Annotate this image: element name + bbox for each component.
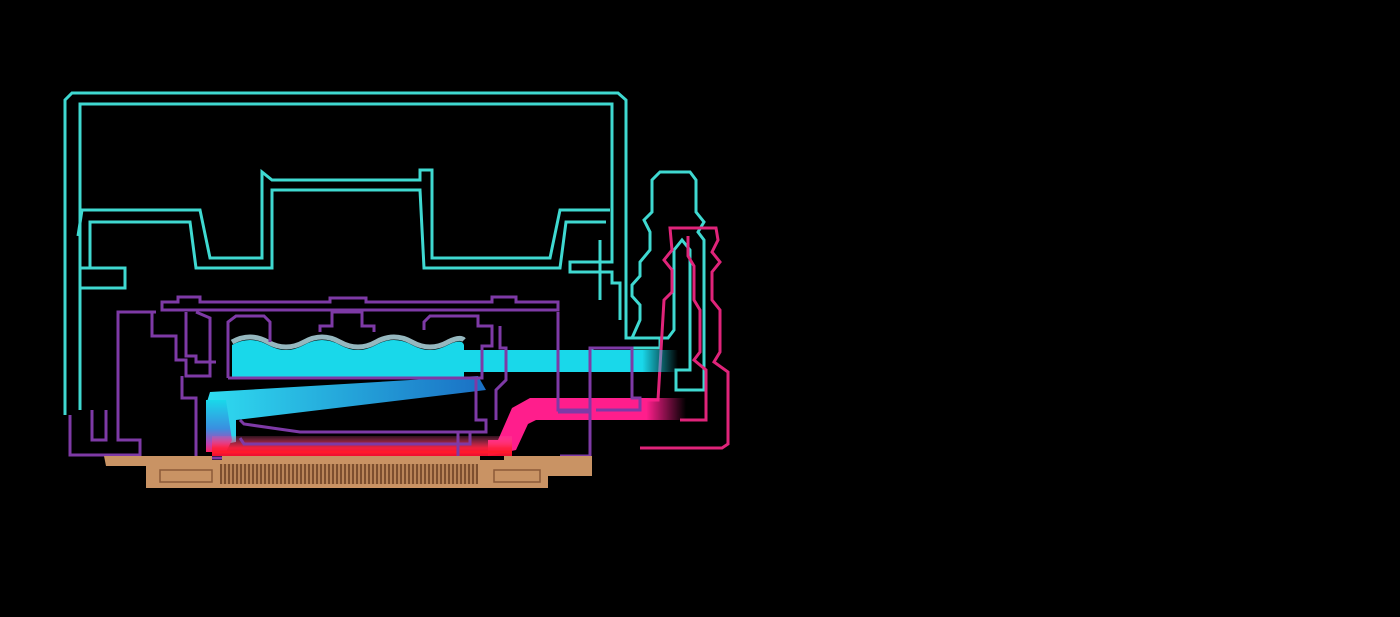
reservoir-foam: [230, 334, 466, 350]
copper-edge: [159, 469, 541, 483]
hot-coolant-channel: [212, 398, 686, 456]
microfin-array: [220, 464, 478, 484]
microfin-lines: [222, 464, 476, 484]
cold-coolant-channel: [206, 334, 678, 452]
diagonal-flow: [206, 376, 486, 446]
outlet-barb-fitting: [626, 170, 706, 392]
reservoir-water: [232, 340, 464, 378]
pump-chamber: [68, 295, 642, 460]
copper-cold-plate: [104, 456, 592, 488]
inlet-barb-fitting: [640, 226, 730, 450]
hot-inlet-stream: [488, 398, 686, 456]
